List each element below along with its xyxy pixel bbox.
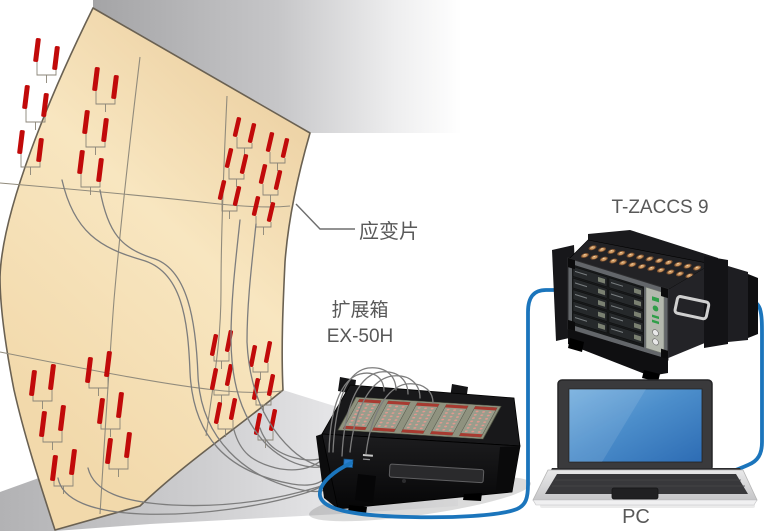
expansion-box-label: 扩展箱 EX-50H (299, 298, 421, 350)
daq-bottom-chassis (568, 329, 668, 376)
expansion-box-device (316, 377, 521, 514)
laptop-key-rows (552, 479, 745, 487)
laptop-base-lip (532, 499, 758, 506)
lead-wire (332, 367, 397, 453)
daq-right-plate (704, 256, 728, 348)
pc-label: PC (622, 506, 650, 528)
lead-wire (341, 371, 409, 457)
strain-gauge-clusters (17, 37, 290, 494)
daq-top-connectors (580, 245, 702, 279)
lead-wire (61, 179, 334, 486)
daq-device (552, 230, 758, 382)
cable-expansionbox-to-daq (318, 288, 563, 520)
daq-foot (568, 338, 584, 352)
expansion-box-foot (463, 493, 482, 501)
expansion-box-left-side (316, 434, 338, 509)
daq-right-side-face (666, 264, 712, 359)
expansion-box-label-model: EX-50H (326, 326, 394, 347)
daq-right-edge (748, 274, 758, 338)
lead-wire (233, 429, 330, 471)
laptop-keyboard (545, 474, 748, 494)
daq-foot (642, 370, 660, 382)
daq-handle (673, 295, 711, 321)
expansion-box-front-slot (388, 463, 485, 484)
expansion-box-screw-hole (402, 479, 406, 483)
laptop-screen (568, 388, 703, 463)
laptop (532, 379, 758, 508)
daq-label: T-ZACCS 9 (611, 197, 709, 218)
seam-horizontal-upper (0, 182, 291, 208)
strain-gauge-leader-line (295, 203, 355, 230)
wall-surface (0, 7, 311, 531)
expansion-box-label-mark (362, 454, 373, 457)
lead-wire (349, 375, 421, 453)
daq-back-strip (588, 230, 718, 268)
expansion-box-corner-bracket (355, 474, 376, 503)
lead-wire (328, 372, 385, 453)
expansion-box-end-cap (496, 446, 520, 492)
laptop-touchpad (611, 487, 659, 500)
daq-front-panel (567, 257, 669, 361)
expansion-box-label-mark (362, 458, 370, 461)
ceiling-band (93, 0, 462, 133)
seam-vertical-left (99, 56, 141, 515)
expansion-box-terminal-board (337, 396, 502, 440)
lead-wire-arcs (328, 367, 434, 457)
daq-right-plate-outer (728, 266, 748, 342)
expansion-box-label-title: 扩展箱 (331, 300, 389, 321)
strain-gauge-label: 应变片 (359, 221, 419, 243)
lead-wire (365, 383, 434, 455)
laptop-screen-glare (569, 389, 646, 462)
